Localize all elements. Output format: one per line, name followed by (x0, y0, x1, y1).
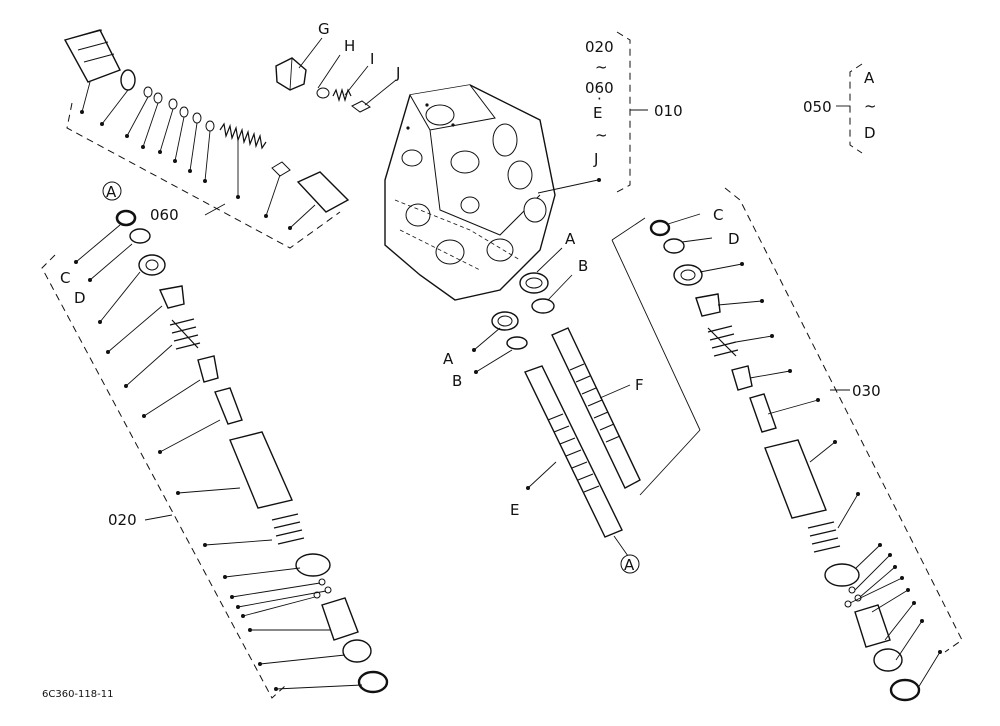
group-030-assembly (649, 187, 963, 702)
group-050-code: 050 (803, 98, 832, 116)
ref-circle-a-center-label: A (624, 556, 635, 574)
label-d-right: D (728, 230, 740, 248)
group-050-callout (836, 63, 863, 154)
label-e: E (510, 501, 519, 519)
group-010-dot: · (597, 90, 602, 108)
label-b-center: B (452, 372, 462, 390)
label-i: I (370, 50, 374, 68)
group-010-tilde-2: ~ (595, 126, 608, 144)
center-group-bracket (611, 217, 701, 496)
group-060-assembly (63, 29, 350, 249)
group-020-code: 020 (108, 511, 137, 529)
label-j: J (395, 64, 400, 82)
group-020-assembly (41, 209, 389, 699)
ref-circle-a-left (102, 181, 122, 201)
group-050-tilde: ~ (864, 97, 877, 115)
label-a-center-top: A (565, 230, 576, 248)
label-b-center-top: B (578, 257, 588, 275)
label-d-left: D (74, 289, 86, 307)
group-010-range-start: E (593, 104, 602, 122)
valve-body (384, 84, 556, 301)
group-010-tilde-1: ~ (595, 58, 608, 76)
center-spools (472, 247, 641, 557)
label-h: H (344, 37, 355, 55)
label-f: F (635, 376, 644, 394)
label-c-left: C (60, 269, 70, 287)
plug-parts-g-j (275, 37, 397, 113)
label-g: G (318, 20, 330, 38)
group-050-range-end: D (864, 124, 876, 142)
group-010-code: 010 (654, 102, 683, 120)
group-010-callout (537, 31, 648, 194)
group-010-range-end: J (593, 150, 598, 168)
label-a-center: A (443, 350, 454, 368)
group-010-from: 020 (585, 38, 614, 56)
group-030-code: 030 (852, 382, 881, 400)
ref-circle-a-center (620, 554, 640, 574)
label-c-right: C (713, 206, 723, 224)
ref-circle-a-left-label: A (106, 183, 117, 201)
drawing-id: 6C360-118-11 (42, 689, 113, 700)
group-050-range-start: A (864, 69, 875, 87)
group-060-code: 060 (150, 206, 179, 224)
group-010-from2: 060 (585, 79, 614, 97)
